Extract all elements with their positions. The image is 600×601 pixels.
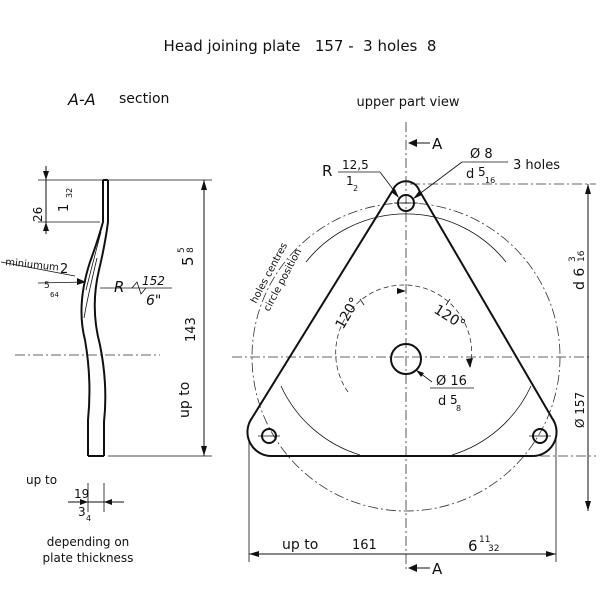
corner-radius-mm: 12,5	[342, 158, 369, 172]
angle-arrow-right	[466, 358, 473, 368]
hole-dia-in-prefix: d	[466, 167, 474, 182]
centre-hole-in-prefix: d	[438, 394, 446, 409]
plate-profile-inner	[93, 180, 109, 456]
dim-arrow-26-top	[43, 171, 49, 180]
thickness-in-den: 64	[50, 291, 59, 299]
circle-dia-in: d 6	[572, 268, 588, 290]
hole-dia-in-den: 16	[485, 176, 495, 185]
corner-radius-in-num: 1	[346, 174, 354, 188]
circle-dia-in-den: 16	[577, 250, 587, 262]
width-prefix: up to	[26, 473, 57, 487]
width-arrow-left	[80, 499, 88, 505]
corner-radius-symbol: R	[322, 162, 332, 180]
dim-height-mm: 143	[184, 317, 199, 342]
top-view-title: upper part view	[357, 95, 460, 110]
thickness-leader	[0, 261, 76, 277]
circle-dia-in-num: 3	[568, 256, 578, 262]
hole-count: 3 holes	[513, 158, 560, 173]
width-in-num: 3	[78, 505, 86, 519]
dim-arrow-26-bottom	[43, 222, 49, 231]
angle-arc-left-tick	[359, 298, 365, 306]
plate-arc-upper	[305, 213, 507, 263]
angle-2: 120°	[431, 302, 468, 333]
radius-mm: 152	[142, 274, 165, 288]
hole-dia-leader	[413, 161, 463, 199]
thickness-leader-2	[37, 281, 87, 284]
hole-dia-arrow	[413, 191, 422, 199]
dim-height-in-num: 5	[177, 247, 187, 253]
corner-radius-in-den: 2	[353, 184, 358, 193]
top-width-arrow-left	[249, 551, 259, 557]
plate-arc-left	[280, 385, 361, 456]
radius-break	[131, 281, 147, 295]
angle-arc-right-tick	[445, 298, 451, 306]
top-view: upper part view A A R 12,5 1	[232, 95, 596, 578]
centre-hole-mm: Ø 16	[436, 374, 467, 389]
section-mark-bottom-arrow	[408, 564, 417, 572]
thickness-arrow	[77, 278, 86, 285]
circle-dia-mm: Ø 157	[573, 392, 587, 428]
section-mark-bottom: A	[432, 560, 443, 578]
width-arrow-right	[104, 499, 112, 505]
centre-hole-in-den: 8	[456, 404, 461, 413]
top-width-prefix: up to	[282, 537, 318, 553]
centre-hole-arrow	[416, 370, 424, 377]
corner-radius-arrow	[391, 189, 399, 198]
radius-in: 6"	[146, 293, 161, 309]
dim-arrow-height-top	[201, 180, 207, 190]
plate-profile-outer	[80, 180, 104, 456]
thickness-in-num: 5	[44, 281, 50, 291]
dim-26-in: 1	[57, 204, 72, 212]
thickness-mm: 2	[60, 262, 68, 277]
top-width-in-den: 32	[488, 544, 499, 554]
top-width-in-num: 11	[479, 535, 490, 545]
dim-arrow-circle-top	[585, 184, 591, 194]
centre-hole-in-num: 5	[450, 393, 458, 407]
section-mark-top: A	[432, 135, 443, 153]
dim-arrow-height-bottom	[201, 446, 207, 456]
section-view: A-A section 26 1 32 5 5 8 143 up to mini…	[0, 90, 212, 565]
dim-height-in: 5	[179, 256, 197, 266]
dim-height-in-den: 8	[186, 247, 196, 253]
plate-outline	[246, 180, 558, 458]
dim-26-in-frac: 32	[65, 188, 74, 198]
hole-centre	[390, 343, 422, 375]
note-line-1: depending on	[47, 535, 130, 549]
dim-arrow-circle-bottom	[585, 501, 591, 511]
angle-arrow-top	[397, 288, 406, 294]
top-width-mm: 161	[352, 538, 377, 553]
section-title-suffix: section	[119, 91, 169, 107]
width-mm: 19	[74, 487, 89, 501]
plate-arc-right	[451, 385, 532, 456]
section-mark-top-arrow	[408, 139, 417, 147]
section-title: A-A	[67, 90, 96, 109]
dim-26-mm: 26	[31, 207, 45, 222]
hole-dia-in-num: 5	[478, 165, 486, 179]
note-line-2: plate thickness	[43, 551, 134, 565]
width-in-den: 4	[86, 514, 91, 523]
hole-dia-mm: Ø 8	[470, 147, 493, 162]
dim-height-prefix: up to	[177, 382, 193, 418]
angle-1: 120°	[333, 295, 364, 332]
plate-profile-hatch	[83, 231, 102, 319]
radius-symbol: R	[114, 278, 124, 296]
top-width-arrow-right	[546, 551, 556, 557]
angle-arc	[335, 284, 473, 393]
drawing-title: Head joining plate 157 - 3 holes 8	[164, 37, 437, 55]
top-width-in: 6	[468, 537, 478, 555]
